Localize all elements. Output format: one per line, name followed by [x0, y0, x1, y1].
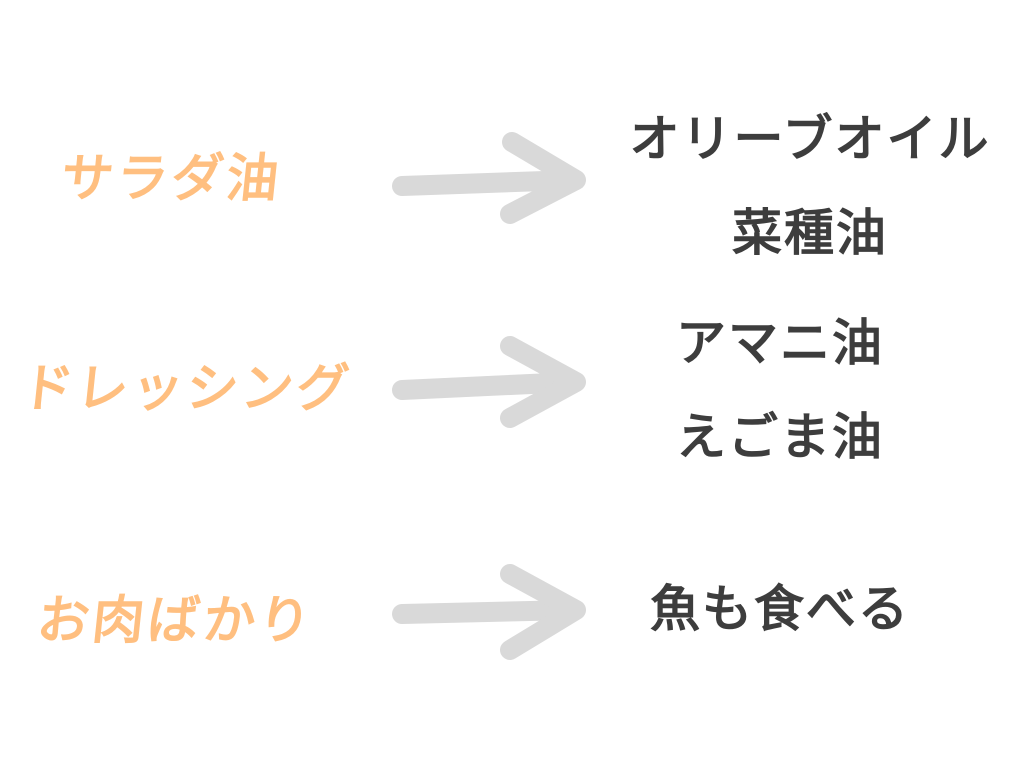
to-block: アマニ油 えごま油: [610, 296, 950, 484]
to-line: アマニ油: [676, 314, 884, 372]
right-arrow-icon: [392, 336, 586, 428]
from-label: サラダ油: [58, 149, 285, 209]
to-block: オリーブオイル 菜種油: [610, 92, 1010, 280]
to-line: 菜種油: [732, 204, 888, 262]
from-label: お肉ばかり: [34, 591, 317, 651]
to-line: 魚も食べる: [650, 580, 910, 638]
to-line: オリーブオイル: [629, 110, 991, 168]
right-arrow-icon: [392, 564, 586, 660]
to-line: えごま油: [676, 408, 884, 466]
right-arrow-icon: [392, 132, 586, 224]
from-label: ドレッシング: [18, 359, 355, 419]
to-block: 魚も食べる: [620, 562, 940, 656]
